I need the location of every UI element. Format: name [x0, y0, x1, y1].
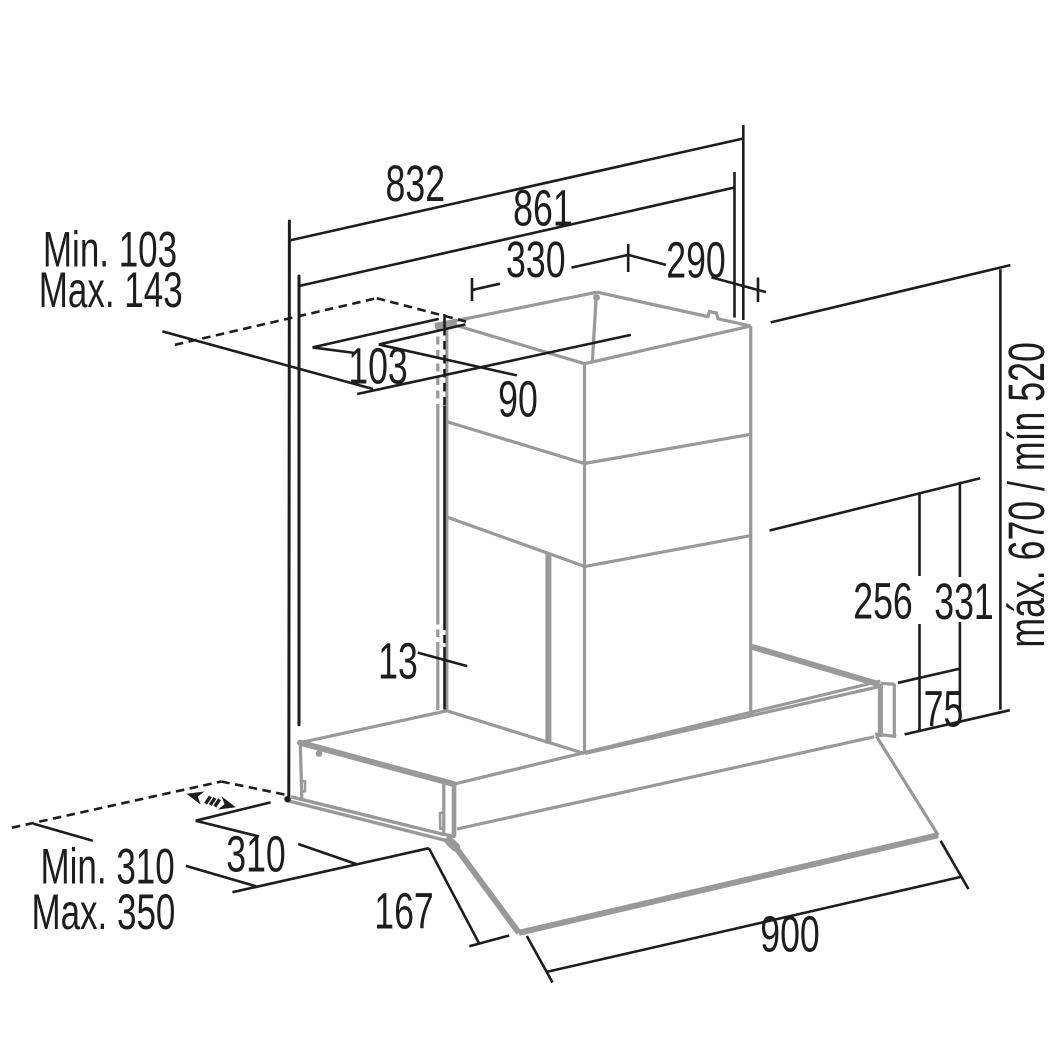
- svg-text:Max. 143: Max. 143: [39, 263, 183, 319]
- svg-text:167: 167: [374, 883, 434, 940]
- svg-text:Max. 350: Max. 350: [31, 885, 175, 941]
- svg-text:256: 256: [853, 573, 913, 630]
- svg-text:Min. 310: Min. 310: [41, 840, 175, 896]
- svg-text:310: 310: [226, 826, 286, 883]
- svg-text:900: 900: [760, 906, 820, 963]
- svg-text:103: 103: [348, 338, 408, 395]
- svg-text:75: 75: [924, 681, 964, 738]
- svg-text:Min. 103: Min. 103: [43, 222, 177, 278]
- svg-text:90: 90: [498, 371, 538, 428]
- svg-text:máx. 670 / mín 520: máx. 670 / mín 520: [999, 342, 1056, 647]
- svg-text:861: 861: [513, 180, 573, 237]
- svg-text:13: 13: [378, 633, 418, 690]
- svg-text:331: 331: [934, 574, 994, 631]
- svg-text:330: 330: [506, 232, 566, 289]
- svg-text:290: 290: [666, 232, 726, 289]
- svg-text:832: 832: [386, 156, 446, 213]
